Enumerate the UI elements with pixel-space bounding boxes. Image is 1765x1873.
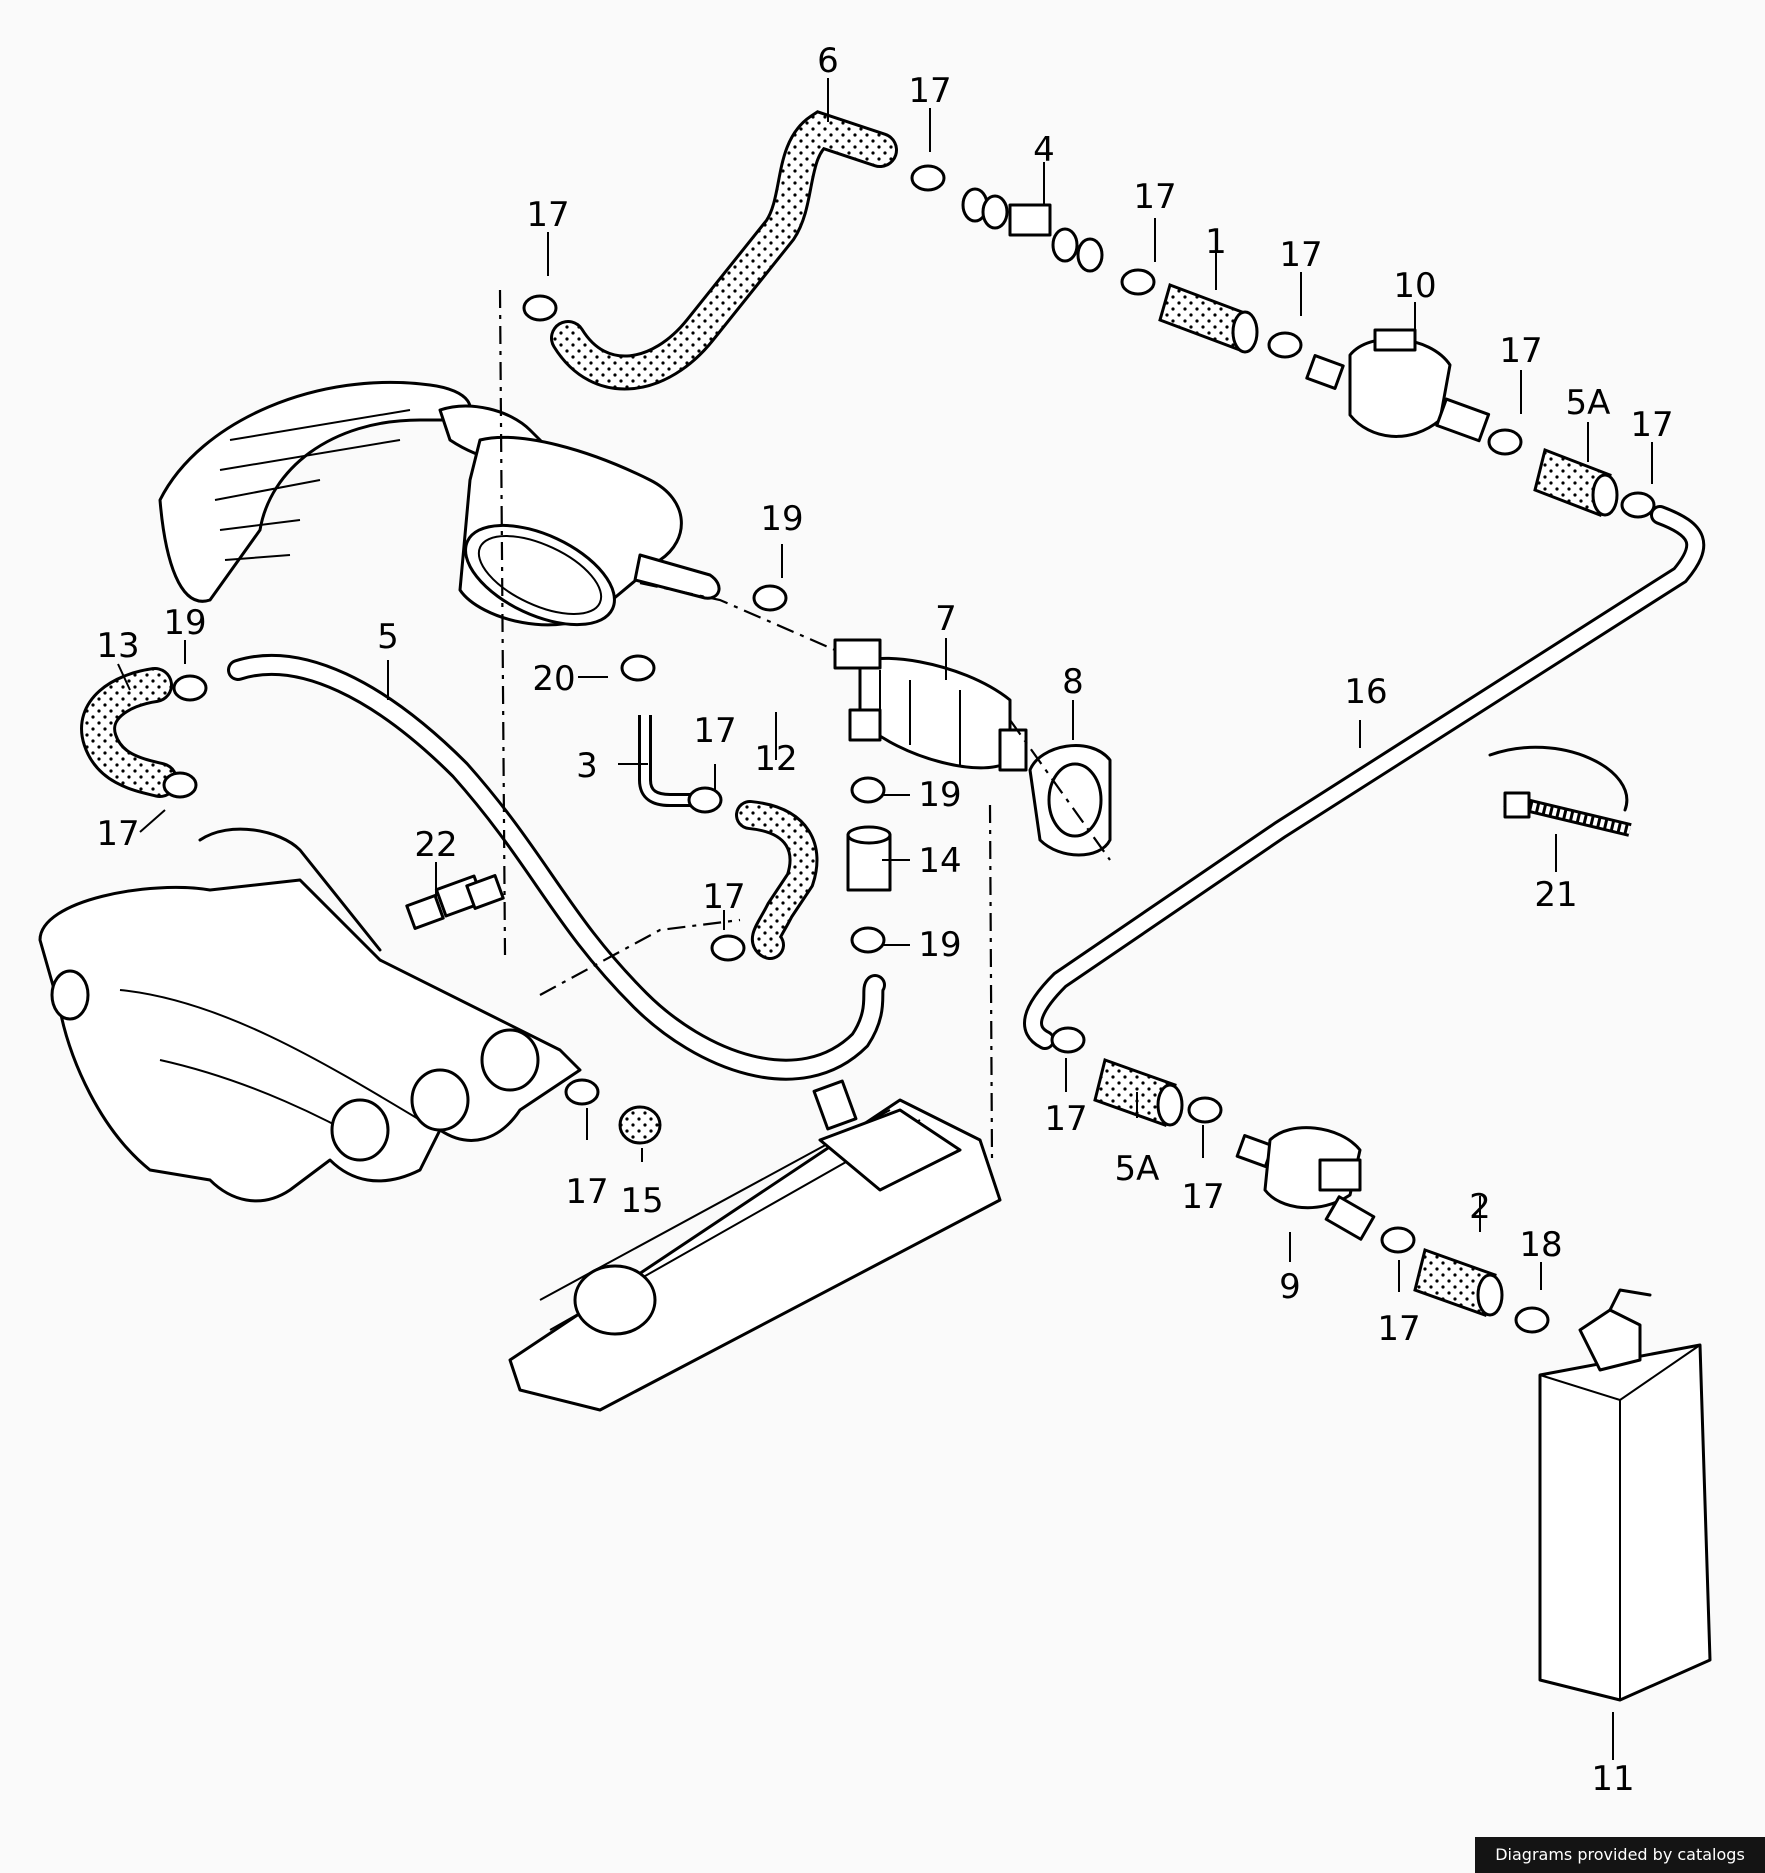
callout-19-a: 19 [760, 499, 803, 539]
callout-3: 3 [576, 746, 598, 786]
callout-17-e: 17 [1630, 405, 1673, 445]
callout-15: 15 [620, 1181, 663, 1221]
fitting-22 [405, 874, 505, 930]
cap-15 [618, 1105, 662, 1145]
callout-5: 5 [377, 617, 399, 657]
leader-lines [117, 78, 1653, 1760]
callout-8: 8 [1062, 662, 1084, 702]
callout-16: 16 [1344, 672, 1387, 712]
hose-5a-bottom [1093, 1058, 1184, 1127]
callout-labels: 1 2 3 4 5 5A 5A 6 7 8 9 10 11 12 13 14 1… [96, 41, 1673, 1799]
callout-5a-top: 5A [1566, 383, 1611, 423]
hose-1 [1158, 283, 1259, 354]
callout-1: 1 [1205, 222, 1227, 262]
assembly-lines [498, 289, 1111, 1161]
callout-17-a: 17 [908, 71, 951, 111]
callout-17-f: 17 [526, 195, 569, 235]
callout-17-l: 17 [1181, 1177, 1224, 1217]
valve-cover [508, 1079, 1002, 1412]
callout-12: 12 [754, 739, 797, 779]
hose-6 [550, 110, 898, 391]
callout-17-h: 17 [693, 711, 736, 751]
callout-11: 11 [1591, 1759, 1634, 1799]
callout-17-g: 17 [96, 814, 139, 854]
callout-17-i: 17 [702, 877, 745, 917]
callout-5a-bottom: 5A [1115, 1149, 1160, 1189]
credit-banner: Diagrams provided by catalogs parts [1475, 1837, 1765, 1873]
callout-20: 20 [532, 659, 575, 699]
hose-13 [80, 667, 178, 798]
gasket-8 [1028, 744, 1112, 857]
valve-7 [833, 638, 1028, 772]
air-intake [158, 380, 721, 627]
callout-2: 2 [1469, 1187, 1491, 1227]
valve-9 [1235, 1126, 1376, 1241]
callout-17-j: 17 [565, 1172, 608, 1212]
callout-21: 21 [1534, 875, 1577, 915]
hose-12 [735, 800, 819, 960]
callout-17-c: 17 [1279, 235, 1322, 275]
callout-9: 9 [1279, 1267, 1301, 1307]
hose-5a-top [1533, 447, 1619, 518]
callout-19-c: 19 [918, 775, 961, 815]
part-14 [846, 825, 892, 892]
hose-2 [1413, 1248, 1504, 1317]
callout-17-k: 17 [1044, 1099, 1087, 1139]
callout-6: 6 [817, 41, 839, 81]
callout-14: 14 [918, 841, 961, 881]
fitting-4 [961, 187, 1104, 273]
hose-5 [227, 653, 886, 1081]
callout-17-d: 17 [1499, 331, 1542, 371]
callout-17-b: 17 [1133, 177, 1176, 217]
clamps [162, 164, 1656, 1334]
callout-10: 10 [1393, 266, 1436, 306]
canister-11 [1538, 1288, 1712, 1702]
valve-10 [1305, 328, 1491, 443]
callout-13: 13 [96, 626, 139, 666]
callout-17-m: 17 [1377, 1309, 1420, 1349]
callout-19-b: 19 [163, 603, 206, 643]
callout-19-d: 19 [918, 925, 961, 965]
callout-4: 4 [1033, 130, 1055, 170]
pipe-3 [638, 715, 690, 807]
line-16 [1023, 505, 1706, 1050]
callout-22: 22 [414, 825, 457, 865]
intake-manifold [38, 827, 582, 1203]
callout-7: 7 [935, 599, 957, 639]
callout-18: 18 [1519, 1225, 1562, 1265]
strap-21 [1488, 745, 1632, 837]
